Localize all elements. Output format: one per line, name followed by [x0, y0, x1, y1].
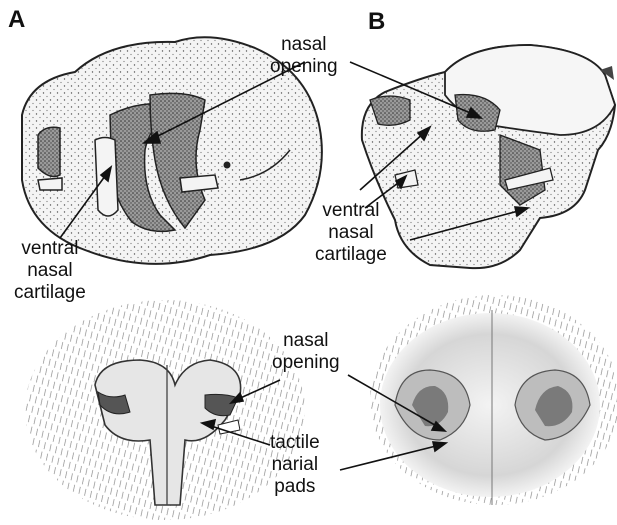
bottom-left-snout [25, 300, 305, 520]
panel-b-model [362, 45, 615, 268]
panel-label-b: B [368, 8, 385, 36]
label-line: nasal [270, 34, 338, 56]
label-ventral-nasal-cartilage-right: ventral nasal cartilage [315, 200, 387, 266]
label-line: narial [270, 454, 320, 476]
label-nasal-opening-bottom: nasal opening [272, 330, 340, 374]
label-line: pads [270, 476, 320, 498]
label-line: tactile [270, 432, 320, 454]
label-line: opening [270, 56, 338, 78]
label-line: ventral [315, 200, 387, 222]
label-nasal-opening-top: nasal opening [270, 34, 338, 78]
label-line: cartilage [315, 244, 387, 266]
label-line: ventral [14, 238, 86, 260]
panel-label-a: A [8, 6, 25, 34]
label-tactile-narial-pads: tactile narial pads [270, 432, 320, 498]
label-line: cartilage [14, 282, 86, 304]
bottom-right-snout [370, 295, 617, 505]
label-ventral-nasal-cartilage-left: ventral nasal cartilage [14, 238, 86, 304]
label-line: nasal [272, 330, 340, 352]
label-line: nasal [14, 260, 86, 282]
label-line: nasal [315, 222, 387, 244]
label-line: opening [272, 352, 340, 374]
